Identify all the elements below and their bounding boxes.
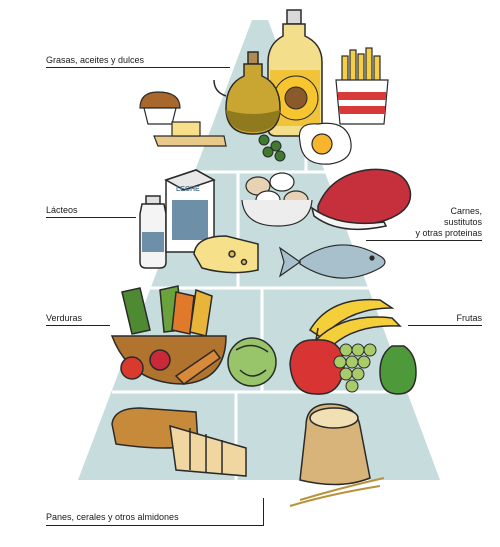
label-carnes-2: sustitutos [443,217,482,227]
fried-egg-icon [298,122,352,165]
bananas-icon [308,298,402,352]
wheat-icon [289,477,385,507]
eggs-bowl-icon [241,172,313,227]
milk-carton-icon [164,169,216,253]
leader-panes [46,525,264,526]
bread-loaf-icon [111,407,247,477]
french-fries-icon [335,47,389,125]
pear-icon [379,345,417,395]
grain-sack-icon [299,403,371,486]
cabbage-icon [227,337,277,387]
cheese-icon [193,235,259,274]
grapes-icon [333,343,377,393]
label-carnes-3: y otras proteinas [415,228,482,238]
vegetable-basket-icon [110,285,227,385]
label-lacteos: Lácteos [46,205,78,215]
sunflower-icon [273,75,319,121]
leader-lacteos [46,217,136,218]
label-panes: Panes, cerales y otros almidones [46,512,179,522]
label-carnes-1: Carnes, [450,206,482,216]
olive-oil-cruet-icon [213,51,281,135]
steak-icon [310,168,412,231]
label-grasas: Grasas, aceites y dulces [46,55,145,65]
leader-frutas [408,325,482,326]
fish-icon [278,244,386,279]
olives-icon [258,134,286,162]
label-frutas: Frutas [456,313,482,323]
muffin-icon [139,91,181,125]
carton-label: LECHE [176,186,200,193]
leader-carnes [366,240,482,241]
leader-grasas [46,67,230,68]
label-verduras: Verduras [46,313,83,323]
milk-bottle-icon [139,195,167,269]
leader-panes-vertical [263,498,264,526]
bread-butter-icon [153,121,227,147]
leader-verduras [46,325,110,326]
